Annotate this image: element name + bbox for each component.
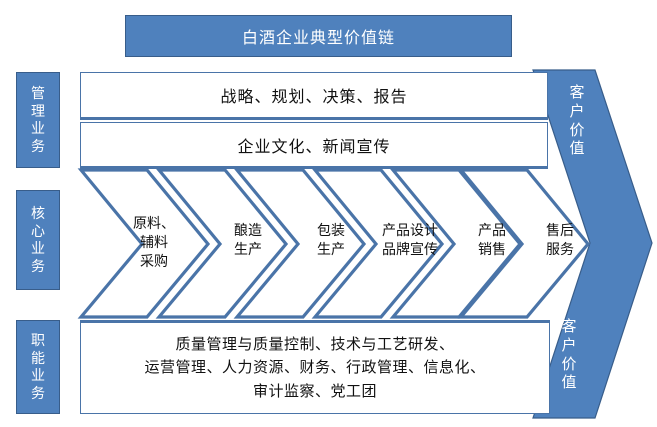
management-row-culture: 企业文化、新闻宣传 [80,122,548,169]
functional-row-line-1: 质量管理与质量控制、技术与工艺研发、 [175,336,455,354]
management-row-strategy: 战略、规划、决策、报告 [80,72,548,120]
functional-row: 质量管理与质量控制、技术与工艺研发、 运营管理、人力资源、财务、行政管理、信息化… [80,320,550,414]
functional-row-line-3: 审计监察、党工团 [252,382,377,400]
customer-value-label-top: 客户价值 [569,84,585,158]
chevron-label-after-sales: 售后 服务 [546,222,574,257]
customer-value-label-bottom: 客户价值 [561,318,577,392]
management-row-culture-text: 企业文化、新闻宣传 [237,138,391,156]
diagram-title-text: 白酒企业典型价值链 [241,30,395,47]
functional-row-line-2: 运营管理、人力资源、财务、行政管理、信息化、 [144,359,486,377]
management-row-strategy-text: 战略、规划、决策、报告 [220,89,408,106]
category-label-functional-text: 职能业务 [31,332,45,401]
category-label-management-text: 管理业务 [31,85,45,154]
chevron-label-product-design: 产品设计 品牌宣传 [382,222,438,257]
category-label-core-text: 核心业务 [31,205,45,274]
category-label-core: 核心业务 [16,190,60,290]
category-label-management: 管理业务 [16,72,60,168]
chevron-label-raw-material: 原料、 辅料 采购 [133,215,175,269]
category-label-functional: 职能业务 [16,320,60,414]
diagram-title: 白酒企业典型价值链 [125,15,512,57]
chevron-label-packaging: 包装 生产 [317,222,345,257]
chevron-label-brewing: 酿造 生产 [234,222,262,257]
chevron-label-sales: 产品 销售 [478,222,506,257]
